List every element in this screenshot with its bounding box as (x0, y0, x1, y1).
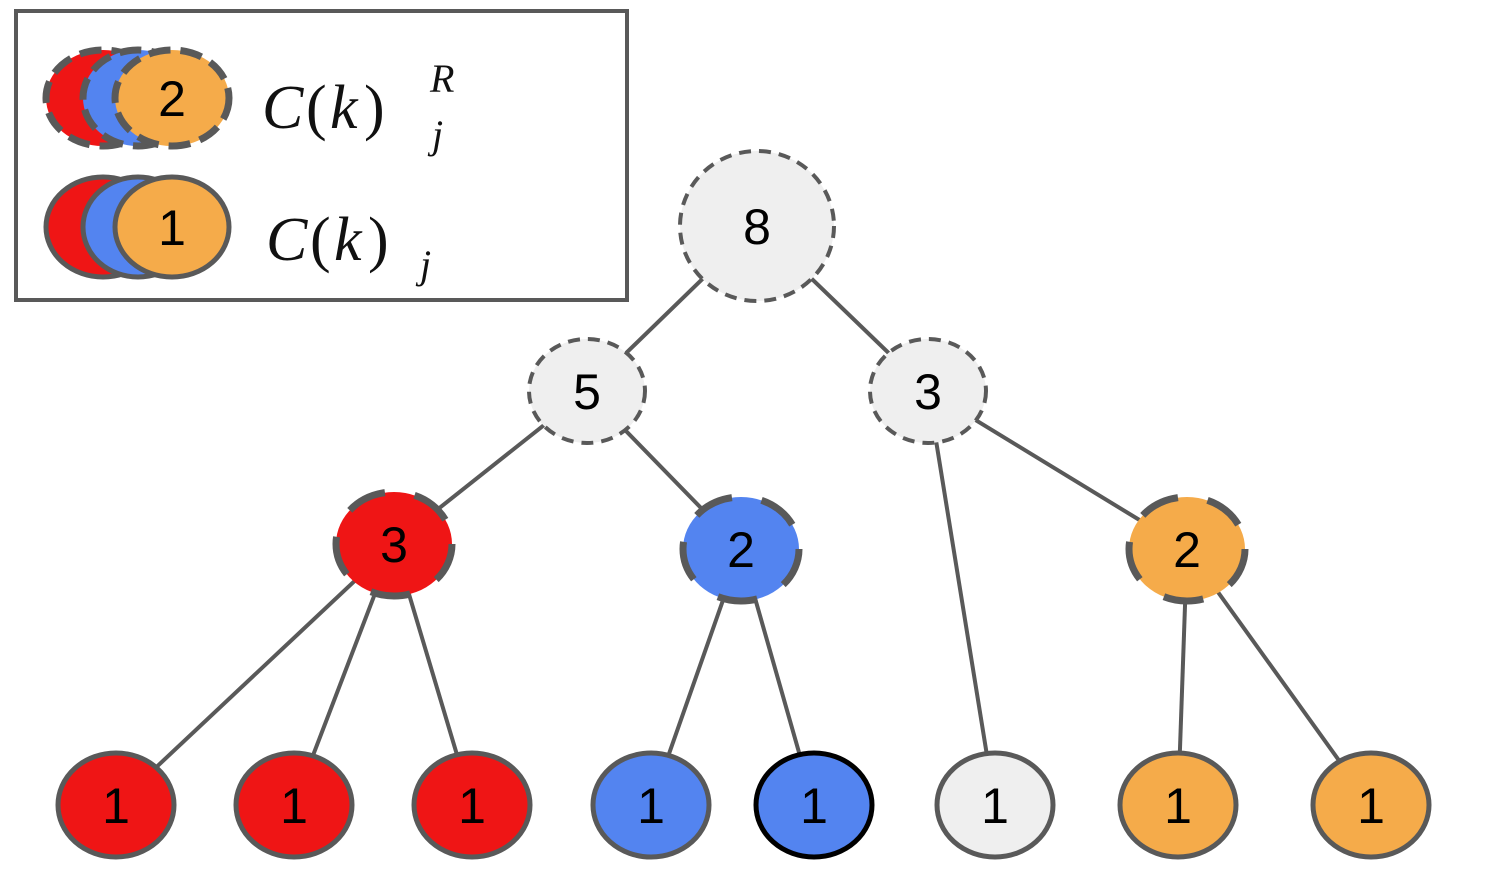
tree-node-leaf-gray-1: 1 (934, 750, 1056, 860)
tree-node-leaf-red-2: 1 (233, 750, 355, 860)
legend-reduced-math-close: ) (364, 74, 385, 142)
node-circle-leaf-red-3 (411, 750, 533, 860)
node-value-l2-blue: 2 (727, 522, 755, 578)
tree-node-l2-blue: 2 (679, 493, 803, 605)
tree-node-leaf-red-1: 1 (55, 750, 177, 860)
tree-node-leaf-blue-2: 1 (753, 750, 875, 860)
node-value-leaf-red-1: 1 (102, 778, 130, 834)
node-circle-leaf-red-1 (55, 750, 177, 860)
node-circle-leaf-orange-2 (1310, 750, 1432, 860)
legend-full-math-open: ( (310, 206, 331, 274)
node-value-l1-left: 5 (573, 364, 601, 420)
node-value-leaf-red-2: 1 (280, 778, 308, 834)
legend-reduced-math-base: C (262, 74, 304, 142)
node-value-l2-red: 3 (380, 517, 408, 573)
node-circle-root (678, 149, 836, 303)
legend: 2 C ( k ) R j 1 C ( k ) j (14, 9, 629, 302)
node-value-leaf-blue-1: 1 (637, 778, 665, 834)
node-circle-leaf-blue-2 (753, 750, 875, 860)
node-value-leaf-gray-1: 1 (981, 778, 1009, 834)
node-circle-leaf-red-2 (233, 750, 355, 860)
tree-node-leaf-red-3: 1 (411, 750, 533, 860)
node-value-leaf-blue-2: 1 (800, 778, 828, 834)
legend-reduced-math-var: k (330, 74, 359, 142)
tree-nodes: 8 5 3 3 2 2 1 1 1 1 1 1 1 1 (55, 149, 1432, 860)
node-circle-leaf-blue-1 (590, 750, 712, 860)
node-circle-l2-red (332, 488, 456, 600)
node-circle-leaf-orange-1 (1117, 750, 1239, 860)
legend-full-math-var: k (334, 206, 363, 274)
legend-full-value: 1 (158, 200, 186, 256)
node-value-leaf-orange-1: 1 (1164, 778, 1192, 834)
tree-node-l1-left: 5 (527, 337, 647, 445)
node-value-leaf-orange-2: 1 (1357, 778, 1385, 834)
tree-node-l2-orange: 2 (1125, 493, 1249, 605)
tree-node-leaf-orange-2: 1 (1310, 750, 1432, 860)
node-value-root: 8 (743, 199, 771, 255)
node-value-l2-orange: 2 (1173, 522, 1201, 578)
legend-reduced-math-open: ( (306, 74, 327, 142)
legend-reduced-value: 2 (158, 71, 186, 127)
node-circle-leaf-gray-1 (934, 750, 1056, 860)
legend-full-math-sub: j (415, 242, 431, 287)
legend-reduced-math-sub: j (427, 112, 443, 157)
node-circle-l1-right (868, 337, 988, 445)
legend-reduced-math: C ( k ) R j (262, 56, 454, 157)
legend-full-orange-disc (112, 174, 232, 280)
legend-reduced-icon: 2 (42, 46, 233, 150)
tree-node-root: 8 (678, 149, 836, 303)
tree-node-leaf-blue-1: 1 (590, 750, 712, 860)
tree-node-leaf-orange-1: 1 (1117, 750, 1239, 860)
node-value-l1-right: 3 (914, 364, 942, 420)
legend-reduced-math-sup: R (429, 56, 454, 101)
tree-node-l1-right: 3 (868, 337, 988, 445)
node-circle-l2-orange (1125, 493, 1249, 605)
edge-l2-red-to-leaf-red-1 (114, 542, 396, 807)
legend-reduced-orange-disc (111, 46, 233, 150)
legend-full-icon: 1 (43, 174, 232, 280)
legend-full-math-close: ) (368, 206, 389, 274)
legend-full-math: C ( k ) j (266, 206, 431, 287)
node-value-leaf-red-3: 1 (458, 778, 486, 834)
edge-l1-right-to-leaf-gray-1 (926, 390, 997, 806)
tree-node-l2-red: 3 (332, 488, 456, 600)
node-circle-l1-left (527, 337, 647, 445)
legend-full-math-base: C (266, 206, 308, 274)
node-circle-l2-blue (679, 493, 803, 605)
